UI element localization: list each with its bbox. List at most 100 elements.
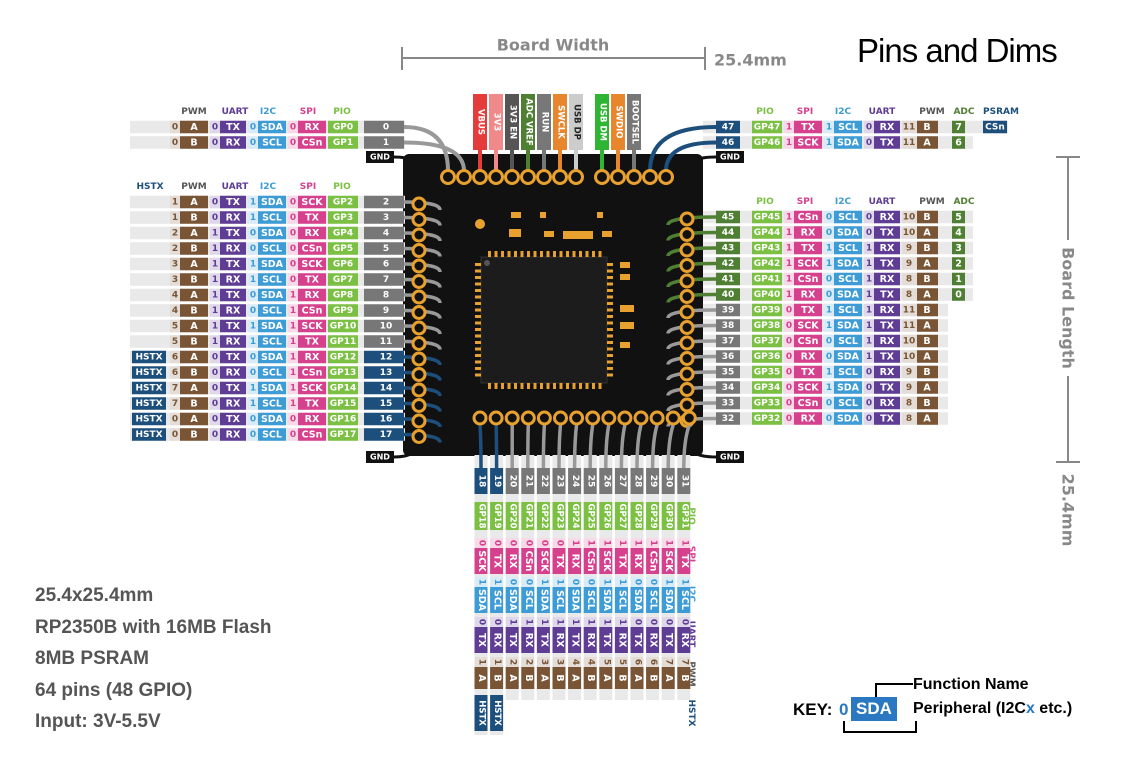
right-pin-10-i2c-box [834,334,862,348]
bottom-pin-13-num-label: 31 [679,475,689,488]
left-pin-4-pio-box [328,226,358,240]
right-pin-6-num-label: 41 [722,275,735,285]
chip-lead [475,354,481,357]
right-pin-12-num-box [716,365,740,379]
left-pin-12-pio-box [328,350,358,364]
right-pin-15-pio-label: GP32 [754,414,781,424]
right-pin-12-uart-box [874,365,900,379]
right-pin-7-pwm-label: A [923,290,931,301]
left-pin-10-pwm-label: A [190,321,198,332]
left-pin-1-uart-box [220,136,246,149]
left-mid-hdr-spi: SPI [300,182,316,192]
right-pin-13-spi-label: SCK [797,383,819,394]
left-pin-11-uart-box [220,335,246,348]
bottom-pin-6-pad [569,410,585,426]
right-pin-7-spi-box [794,288,822,301]
right-pin-1-trace [664,140,717,172]
key-arrow-peripheral [843,721,917,733]
chip-lead [566,383,569,389]
left-pin-8-pwm-label: A [190,290,198,301]
bottom-pin-6-pwm-box [568,667,582,689]
left-pin-15-pio-label: GP15 [330,399,357,409]
left-pin-15-hstx-box [132,397,166,410]
bottom-pin-4-spi-num: 0 [539,540,549,546]
chip-lead [607,328,613,331]
bottom-pin-10-uart-box [630,627,644,653]
bottom-pin-0-spi-box [474,548,488,574]
left-pin-13-uart-label: RX [226,368,241,379]
left-pin-4-num-box [364,226,404,240]
left-pin-1-trace [403,140,466,172]
bottom-pin-1-hstx-label: HSTX [492,700,502,726]
right-pin-15-num-label: 32 [722,414,735,424]
right-pin-6-pwm-box [917,272,938,286]
bottom-pin-6-uart-num: 1 [570,619,580,625]
left-pin-8-pwm-num: 4 [172,291,178,301]
left-pin-8-num-label: 8 [383,291,389,301]
left-pin-8-pwm-box [180,288,208,302]
left-pin-7-pwm-box [180,273,208,286]
right-pin-4-spi-box [794,241,822,255]
right-pin-1-adc-box [952,136,965,149]
bottom-pin-7-pio-box [583,502,597,530]
bottom-pin-11-pio-label: GP29 [648,503,658,528]
left-pin-2-num-box [364,195,404,209]
bottom-pin-12-pio-label: GP30 [664,503,674,528]
left-pin-9-trace [403,308,442,319]
left-pin-2-trace [403,200,442,211]
right-pin-10-uart-num: 1 [866,337,872,347]
bottom-pin-8-i2c-box [599,587,613,613]
bottom-pin-3-num-label: 21 [523,475,533,488]
right-pin-9-uart-num: 1 [866,321,872,331]
left-pin-9-i2c-label: SCL [262,306,282,317]
left-pin-8-i2c-label: SDA [261,290,284,301]
right-pin-13-uart-box [874,381,900,394]
chip-lead [592,383,595,389]
right-pin-0-psram-label: CSn [985,123,1005,133]
bottom-pin-3-pio-label: GP21 [523,503,533,528]
bottom-pin-6-uart-box [568,627,582,653]
right-pin-9-i2c-box [834,319,862,332]
top-pin-4-label-bg [537,94,551,150]
bottom-pin-4-i2c-box [536,587,550,613]
top-pin-5-label: SWCLK [556,105,566,139]
right-pin-3-adc-label: 4 [955,228,962,239]
bottom-pin-1-pio-label: GP19 [492,503,502,528]
right-pin-4-i2c-num: 1 [826,244,832,254]
left-pin-13-spi-num: 1 [290,368,296,378]
left-pin-17-uart-label: RX [226,430,241,441]
left-pin-13-pio-box [328,366,358,379]
gnd-2-trace [686,155,717,171]
left-pin-4-uart-box [220,226,246,240]
right-pin-14-i2c-box [834,396,862,410]
right-pin-14-spi-num: 0 [786,399,792,409]
bottom-pin-5-trace [557,424,563,469]
left-pin-10-pio-box [328,319,358,333]
right-pin-0-uart-num: 0 [866,123,872,133]
left-pin-10-pwm-box [180,319,208,333]
left-pin-0-uart-box [220,120,246,134]
bottom-pin-1-spi-box [490,548,504,574]
right-pin-5-spi-num: 1 [786,259,792,269]
left-pin-14-pio-label: GP14 [330,384,357,394]
bottom-pin-9-pio-label: GP27 [617,503,627,528]
left-pin-16-uart-num: 0 [212,415,218,425]
left-pin-17-spi-num: 0 [290,430,296,440]
right-mid-hdr-pwm: PWM [919,197,945,207]
left-pin-10-num-box [364,319,404,333]
left-pin-5-uart-box [220,242,246,255]
bottom-pin-7-uart-label: RX [585,633,596,648]
bottom-pin-4-trace [541,424,547,469]
left-pin-0-pio-box [328,120,358,134]
right-pin-7-pwm-box [917,288,938,301]
right-pin-4-adc-box [952,241,965,255]
right-pin-15-num-box [716,412,740,425]
right-pin-15-pwm-box [917,412,938,425]
top-pin-5-label-bg [553,94,567,150]
left-pin-1-pio-label: GP1 [333,138,353,148]
left-pin-5-uart-num: 1 [212,244,218,254]
right-pin-5-uart-box [874,257,900,270]
bottom-pin-10-pio-box [630,502,644,530]
right-pin-7-i2c-num: 0 [826,290,832,300]
right-pin-0-num-box [716,120,740,134]
